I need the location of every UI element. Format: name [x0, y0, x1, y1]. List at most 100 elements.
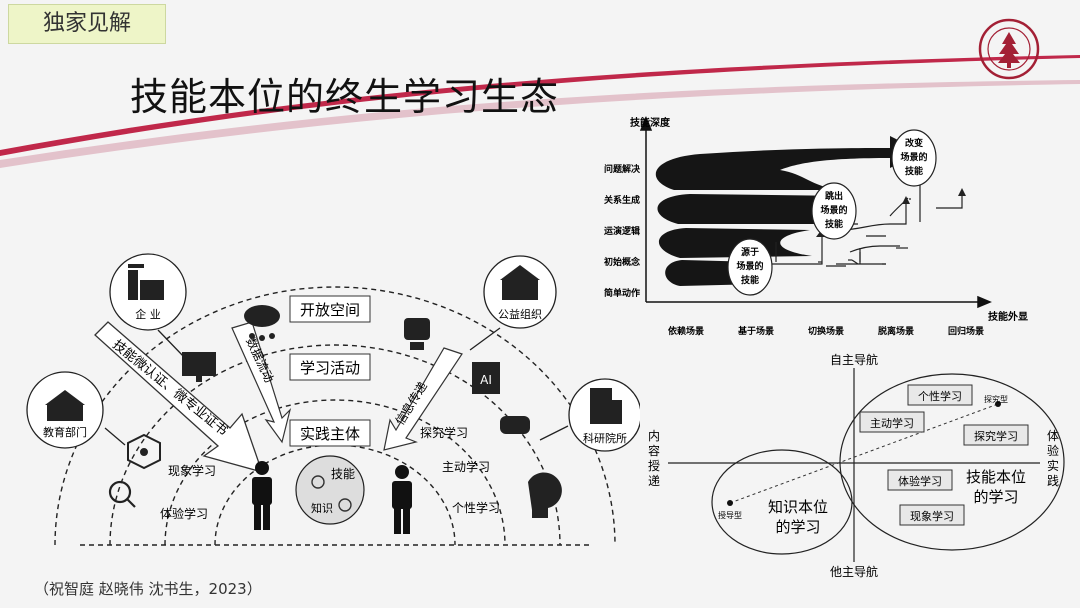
quadrant-box-inquiry: 探究学习: [963, 424, 1029, 446]
svg-text:跳出: 跳出: [825, 190, 843, 202]
school-building-icon: [45, 390, 85, 421]
stage-2-bubble: 跳出 场景的 技能: [811, 182, 857, 240]
ai-document-icon: AI: [472, 362, 500, 394]
y-axis-title: 技能深度: [630, 116, 671, 129]
svg-text:验: 验: [1047, 443, 1059, 458]
factory-icon: [128, 264, 164, 300]
svg-text:切换场景: 切换场景: [808, 325, 844, 337]
svg-text:场景的: 场景的: [900, 151, 927, 163]
citation: （祝智庭 赵晓伟 沈书生，2023）: [34, 580, 262, 598]
svg-text:问题解决: 问题解决: [604, 163, 641, 175]
middle-band-arc: [109, 344, 561, 546]
svg-text:个性学习: 个性学习: [918, 389, 962, 403]
axis-self-navigation: 自主导航: [830, 352, 878, 367]
quadrant-box-personalized: 个性学习: [907, 384, 973, 406]
skill-based-ellipse: 技能本位 的学习: [839, 373, 1065, 551]
svg-text:技能: 技能: [741, 274, 759, 286]
svg-text:体验学习: 体验学习: [898, 474, 942, 488]
robot-icon: [404, 318, 430, 350]
band-practice-subject: 实践主体: [289, 419, 371, 447]
dashboard-monitor-icon: [182, 352, 216, 382]
svg-text:学习活动: 学习活动: [300, 359, 360, 377]
stage-3-bubble: 改变 场景的 技能: [891, 129, 937, 187]
cloud-network-icon: [244, 305, 280, 341]
svg-text:现象学习: 现象学习: [910, 509, 954, 523]
skill-knowledge-core: 技能 知识: [295, 455, 365, 525]
svg-text:技能: 技能: [905, 165, 923, 177]
quadrant-box-active: 主动学习: [859, 411, 925, 433]
svg-text:的学习: 的学习: [973, 488, 1018, 506]
band-open-space: 开放空间: [289, 295, 371, 323]
vr-headset-icon: [500, 416, 530, 434]
band-learning-activity: 学习活动: [289, 353, 371, 381]
molecule-network-icon: [127, 433, 161, 470]
svg-text:技能: 技能: [331, 467, 355, 481]
activity-inquiry-learning: 探究学习: [420, 425, 468, 440]
university-seal-icon: [978, 18, 1040, 80]
svg-text:实: 实: [1047, 458, 1059, 473]
axis-experience-practice: 体 验 实 践: [1047, 429, 1059, 488]
svg-text:探究学习: 探究学习: [974, 429, 1018, 443]
activity-active-learning: 主动学习: [442, 459, 490, 474]
svg-text:主动学习: 主动学习: [870, 416, 914, 430]
svg-text:场景的: 场景的: [736, 260, 763, 272]
axis-other-navigation: 他主导航: [830, 564, 878, 579]
svg-text:脱离场景: 脱离场景: [878, 325, 914, 337]
ai-head-icon: [528, 472, 562, 518]
svg-text:技能: 技能: [825, 218, 843, 230]
svg-text:简单动作: 简单动作: [604, 287, 640, 299]
activity-phenomenon-learning: 现象学习: [168, 463, 216, 478]
svg-text:改变: 改变: [905, 137, 923, 149]
svg-text:体: 体: [1047, 429, 1059, 443]
skill-spiral-chart: 技能深度 技能外显 问题解决 关系生成 运演逻辑 初始概念 简单动作 依赖场景 …: [604, 116, 1028, 337]
lifelong-learning-ecosystem-diagram: 开放空间 学习活动 实践主体 技能微认证、微专业证书 数据流动 信息传递 企 业: [26, 253, 640, 546]
svg-text:开放空间: 开放空间: [300, 301, 360, 319]
stage-1-bubble: 源于 场景的 技能: [727, 238, 773, 296]
svg-text:践: 践: [1047, 474, 1059, 488]
point-inquiry: 探究型: [984, 394, 1008, 404]
svg-text:初始概念: 初始概念: [604, 256, 640, 268]
node-education-dept: 教育部门: [26, 371, 104, 449]
svg-text:实践主体: 实践主体: [300, 425, 360, 443]
quadrant-box-experiential: 体验学习: [887, 469, 953, 491]
knowledge-based-ellipse: 知识本位 的学习: [711, 449, 853, 555]
quadrant-box-phenomenon: 现象学习: [899, 504, 965, 526]
svg-text:源于: 源于: [741, 246, 759, 258]
svg-text:AI: AI: [480, 373, 492, 387]
svg-text:递: 递: [648, 474, 660, 488]
point-instructive: 授导型: [718, 510, 742, 520]
svg-text:内: 内: [648, 429, 660, 443]
x-scene-labels: 依赖场景 基于场景 切换场景 脱离场景 回归场景: [668, 325, 984, 337]
node-enterprise: 企 业: [109, 253, 187, 331]
inner-band-arc: [164, 399, 506, 546]
learner-figure-left-icon: [252, 461, 272, 530]
section-tag: 独家见解: [8, 4, 166, 44]
svg-text:基于场景: 基于场景: [737, 325, 774, 337]
svg-text:技能本位: 技能本位: [966, 468, 1026, 486]
svg-text:教育部门: 教育部门: [43, 425, 87, 439]
svg-text:运演逻辑: 运演逻辑: [604, 225, 640, 237]
svg-text:关系生成: 关系生成: [604, 194, 640, 206]
learner-figure-right-icon: [392, 465, 412, 534]
svg-text:科研院所: 科研院所: [583, 431, 627, 445]
activity-experiential-learning: 体验学习: [160, 506, 208, 521]
svg-text:公益组织: 公益组织: [498, 307, 542, 321]
svg-text:依赖场景: 依赖场景: [668, 325, 704, 337]
svg-text:知识本位: 知识本位: [768, 498, 828, 516]
svg-text:知识: 知识: [311, 501, 333, 515]
x-axis-title: 技能外显: [988, 310, 1028, 323]
node-public-org: 公益组织: [483, 255, 557, 329]
axis-content-delivery: 内 容 授 递: [648, 429, 660, 488]
activity-personalized-learning: 个性学习: [452, 500, 500, 515]
svg-text:企 业: 企 业: [135, 307, 161, 321]
certificate-arrow: 技能微认证、微专业证书: [94, 321, 264, 473]
svg-text:的学习: 的学习: [775, 518, 820, 536]
page-title: 技能本位的终生学习生态: [130, 75, 560, 119]
city-building-icon: [500, 265, 540, 300]
learning-quadrant-chart: 自主导航 他主导航 内 容 授 递 体 验 实 践 知识本位 的学习 技能本位 …: [648, 352, 1065, 579]
search-gear-icon: [108, 480, 136, 508]
svg-text:场景的: 场景的: [820, 204, 847, 216]
y-level-labels: 问题解决 关系生成 运演逻辑 初始概念 简单动作: [604, 163, 641, 299]
office-tower-icon: [590, 388, 622, 424]
node-research-inst: 科研院所: [568, 378, 640, 452]
